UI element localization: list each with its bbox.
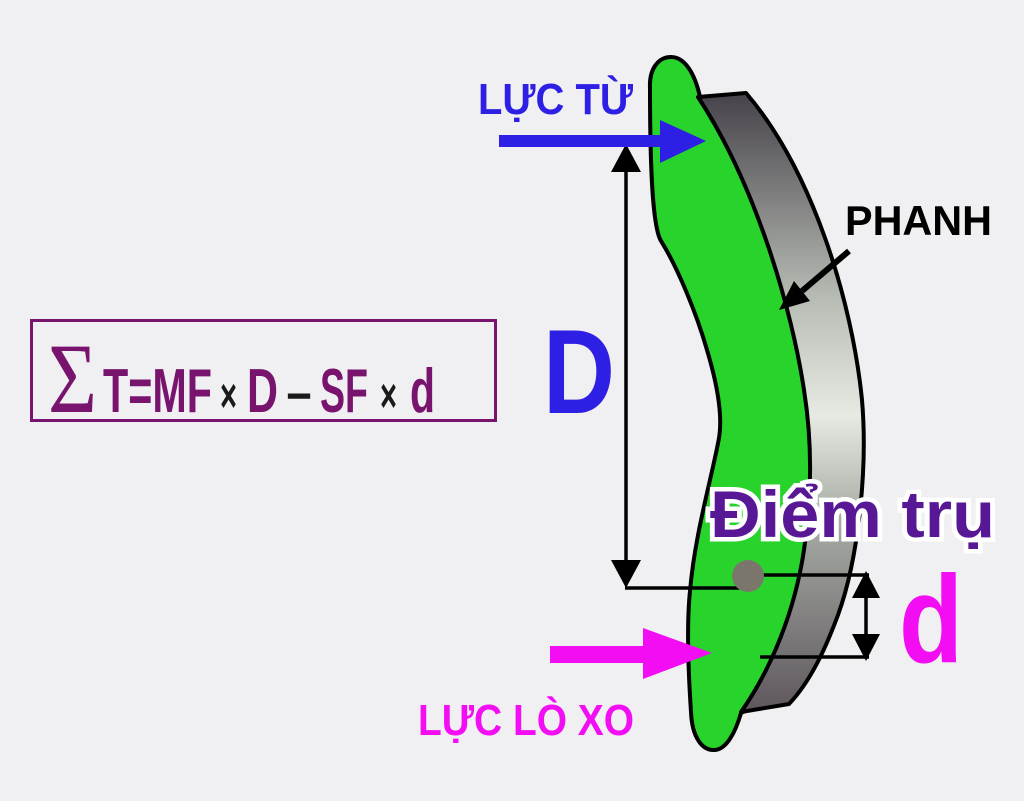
formula-var-d: d	[410, 357, 435, 426]
dimension-d-line	[748, 571, 880, 661]
torque-formula: Σ T=MF × D − SF × d	[48, 323, 435, 434]
formula-times-2: ×	[380, 370, 397, 423]
brake-label: PHANH	[845, 197, 992, 244]
magnetic-force-label: LỰC TỪ	[478, 74, 633, 124]
pivot-point-label: Điểm trụ	[710, 477, 995, 551]
dim-d-label: d	[899, 551, 963, 689]
formula-var-D: D	[247, 357, 278, 426]
spring-force-arrow-icon	[550, 628, 712, 679]
dim-D-label: D	[543, 305, 615, 439]
dimension-D-line	[611, 144, 750, 590]
formula-times-1: ×	[220, 370, 237, 423]
sigma-symbol: Σ	[48, 323, 97, 434]
formula-minus: −	[286, 370, 312, 423]
brake-pointer-arrow-icon	[779, 248, 851, 310]
spring-force-label: LỰC LÒ XO	[418, 695, 634, 745]
formula-lhs: T=MF	[103, 357, 212, 426]
magnetic-force-arrow-icon	[499, 120, 706, 163]
formula-var-SF: SF	[320, 357, 368, 426]
formula-box	[30, 319, 497, 422]
brake-lining-band	[696, 91, 866, 714]
pivot-point-dot	[732, 560, 764, 592]
